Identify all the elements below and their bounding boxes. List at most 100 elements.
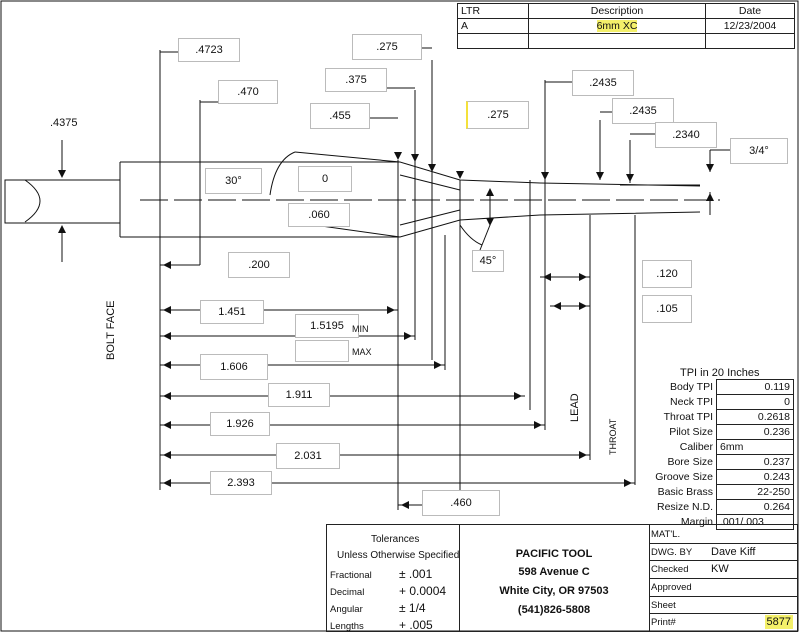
dim-max-label: MAX <box>352 347 372 357</box>
dim-15195: 1.5195 <box>295 314 359 338</box>
dim-1926: 1.926 <box>210 412 270 436</box>
company-phone: (541)826-5808 <box>517 604 591 616</box>
signoff-label: Checked <box>651 564 689 576</box>
dim-2031: 2.031 <box>276 443 340 469</box>
signoff-row: Sheet <box>649 596 797 615</box>
signoff-label: Sheet <box>651 599 676 611</box>
dim-45-degree: 45° <box>472 250 504 272</box>
signoff-value: Dave Kiff <box>711 545 756 558</box>
profile-bottom <box>120 211 701 238</box>
dim-470: .470 <box>218 80 278 104</box>
dim-0: 0 <box>298 166 352 192</box>
tpi-row-value: 0.243 <box>716 469 794 485</box>
profile-top <box>120 161 701 187</box>
rev-ltr: A <box>457 18 529 34</box>
dim-2393: 2.393 <box>210 471 272 495</box>
rev-date: 12/23/2004 <box>705 18 795 34</box>
tpi-row-label: Bore Size <box>667 456 713 468</box>
dim-060: .060 <box>288 203 350 227</box>
tpi-row-value: 22-250 <box>716 484 794 500</box>
tolerance-value: + .005 <box>399 618 433 632</box>
rev-description-header: Description <box>528 3 706 19</box>
tolerance-label: Lengths <box>330 621 364 632</box>
title-block: Tolerances Unless Otherwise Specified Fr… <box>326 524 798 632</box>
company-name: PACIFIC TOOL <box>515 548 593 560</box>
tpi-row-value: 0.119 <box>716 379 794 395</box>
throat-label: THROAT <box>608 418 618 455</box>
tpi-row-value: 0.2618 <box>716 409 794 425</box>
dim-460: .460 <box>422 490 500 516</box>
signoff-value: KW <box>711 563 729 576</box>
dim-105: .105 <box>642 295 692 323</box>
tolerance-label: Decimal <box>330 587 365 598</box>
tolerances-subtitle: Unless Otherwise Specified <box>337 550 460 561</box>
tolerance-value: + 0.0004 <box>399 584 447 598</box>
shank-outline <box>4 179 121 224</box>
tpi-row-label: Throat TPI <box>663 411 713 423</box>
tpi-row-label: Pilot Size <box>669 426 713 438</box>
dim-4375: .4375 <box>50 117 78 129</box>
tpi-row-label: Groove Size <box>655 471 713 483</box>
tpi-row-value: 0.237 <box>716 454 794 470</box>
tolerance-value: ± .001 <box>399 567 433 581</box>
tpi-row-label: Caliber <box>679 441 713 453</box>
dim-375: .375 <box>325 68 387 92</box>
tpi-title: TPI in 20 Inches <box>680 367 760 379</box>
signoff-label: MAT'L. <box>651 529 681 540</box>
company-block: PACIFIC TOOL 598 Avenue C White City, OR… <box>459 525 650 631</box>
signoff-row: MAT'L. <box>649 525 797 544</box>
dim-455: .455 <box>310 103 370 129</box>
dim-30-degree: 30° <box>205 168 262 194</box>
company-address: 598 Avenue C <box>518 566 590 578</box>
tolerance-label: Fractional <box>330 570 372 581</box>
tolerance-label: Angular <box>330 604 363 615</box>
tpi-row-value: 0.236 <box>716 424 794 440</box>
lead-label: LEAD <box>569 393 581 422</box>
tpi-row-value: .001/.003 <box>716 514 794 530</box>
dim-2435-b: .2435 <box>612 98 674 124</box>
dim-min-label: MIN <box>352 324 369 334</box>
tpi-row-label: Margin <box>680 516 713 528</box>
tpi-row: Margin.001/.003 <box>626 514 794 530</box>
tpi-row-label: Resize N.D. <box>656 501 713 513</box>
tpi-row: Resize N.D.0.264 <box>626 499 794 515</box>
dim-275-a: .275 <box>352 34 422 60</box>
shank-end <box>24 179 41 223</box>
tpi-row-label: Neck TPI <box>670 396 713 408</box>
dim-1911: 1.911 <box>268 383 330 407</box>
dim-120: .120 <box>642 260 692 288</box>
dim-200: .200 <box>228 252 290 278</box>
dim-2340: .2340 <box>655 122 717 148</box>
tolerances-title: Tolerances <box>371 534 420 545</box>
signoff-row: Checked KW <box>649 560 797 579</box>
signoff-label: Print# <box>651 617 676 629</box>
tolerances-block: Tolerances Unless Otherwise Specified Fr… <box>327 525 460 632</box>
company-city: White City, OR 97503 <box>499 585 609 597</box>
signoff-label: Approved <box>651 582 692 593</box>
signoff-row: Approved <box>649 578 797 597</box>
dim-2435-a: .2435 <box>572 70 634 96</box>
tpi-row-label: Basic Brass <box>657 486 713 498</box>
dim-275-b: .275 <box>466 101 529 129</box>
dim-max-placeholder <box>295 340 349 362</box>
rev-ltr-header: LTR <box>457 3 529 19</box>
revision-table: LTR Description Date A 6mm XC 12/23/2004 <box>457 3 795 49</box>
tpi-row-value: 0 <box>716 394 794 410</box>
dim-1606: 1.606 <box>200 354 268 380</box>
tpi-row-value: 0.264 <box>716 499 794 515</box>
tpi-row-label: Body TPI <box>670 381 713 393</box>
dim-1451: 1.451 <box>200 300 264 324</box>
bolt-face-label: BOLT FACE <box>105 300 117 360</box>
tpi-row-value: 6mm <box>716 439 794 455</box>
signoff-label: DWG. BY <box>651 546 693 558</box>
